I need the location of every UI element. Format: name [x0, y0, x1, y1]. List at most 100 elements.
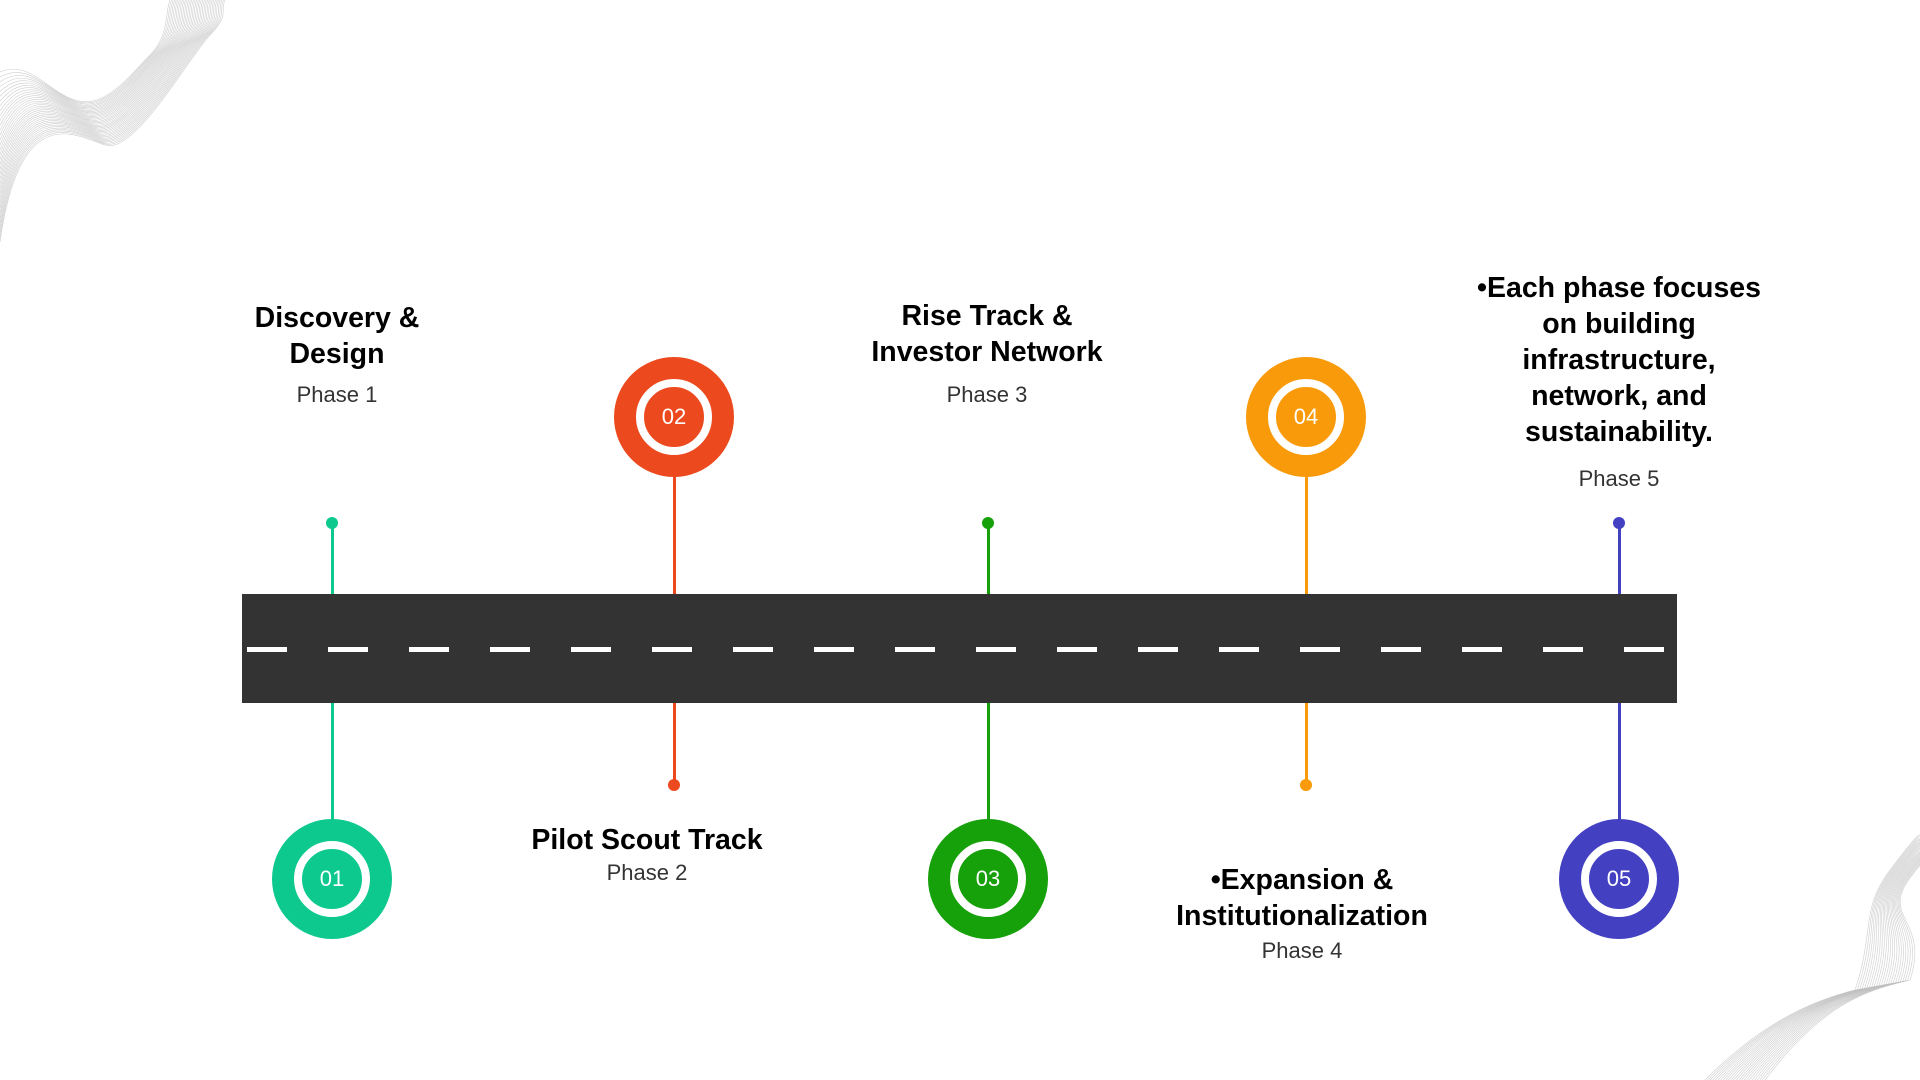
wave-line	[1730, 847, 1920, 1080]
phase-3-title-line: Investor Network	[871, 336, 1103, 368]
phase-3-title-line: Rise Track &	[901, 300, 1073, 332]
wave-line	[0, 0, 175, 106]
road-lane-dash	[409, 647, 449, 652]
wave-line	[0, 0, 179, 109]
wave-line	[0, 0, 193, 141]
wave-line	[0, 0, 177, 107]
phase-5-badge: 05	[1559, 819, 1679, 939]
wave-line	[0, 0, 171, 102]
wave-line	[1715, 840, 1920, 1080]
phase-1-connector-top	[330, 523, 334, 594]
phase-3-number: 03	[975, 866, 1001, 891]
road-lane-dash	[1057, 647, 1097, 652]
wave-line	[1756, 860, 1920, 1080]
road-lane-dash	[1462, 647, 1502, 652]
phase-4-connector-top	[1304, 475, 1308, 594]
phase-5-badge-ring: 05	[1581, 841, 1657, 917]
phase-1-title-line: Discovery &	[254, 302, 420, 334]
road-lane-dash	[247, 647, 287, 652]
wave-line	[1720, 843, 1920, 1080]
phase-3-label: Rise Track & Investor Network Phase 3	[871, 298, 1102, 408]
wave-line	[0, 0, 185, 116]
phase-4-title-line: •Expansion &	[1210, 864, 1394, 896]
wave-line	[0, 0, 202, 170]
road-lane-dash	[1381, 647, 1421, 652]
phase-5-marker-dot	[1613, 517, 1625, 529]
phase-4-badge-ring: 04	[1268, 379, 1344, 455]
wave-line	[0, 0, 212, 199]
wave-line	[1764, 864, 1920, 1080]
wave-line	[0, 0, 196, 150]
decorative-wave-bottom-right	[1680, 820, 1920, 1080]
wave-line	[1749, 856, 1920, 1080]
phase-1-marker-dot	[326, 517, 338, 529]
phase-3-badge: 03	[928, 819, 1048, 939]
wave-line	[0, 0, 207, 184]
phase-2-subtitle: Phase 2	[606, 860, 688, 885]
phase-1-title-line: Design	[289, 338, 385, 370]
wave-line	[0, 0, 188, 126]
phase-3-marker-dot	[982, 517, 994, 529]
wave-line	[1743, 854, 1920, 1080]
phase-1-number: 01	[319, 866, 345, 891]
wave-line	[0, 0, 186, 121]
phase-2-badge: 02	[614, 357, 734, 477]
phase-1-badge-ring: 01	[294, 841, 370, 917]
road-lane-dash	[976, 647, 1016, 652]
wave-line	[0, 0, 218, 218]
wave-line	[0, 0, 215, 209]
phase-5-title-line: •Each phase focuses	[1476, 272, 1762, 304]
wave-line	[0, 0, 174, 105]
phase-2-connector-bottom	[672, 703, 676, 785]
wave-line	[0, 0, 216, 213]
phase-3-badge-ring: 03	[950, 841, 1026, 917]
wave-line	[1754, 859, 1920, 1080]
road-lane-dash	[571, 647, 611, 652]
phase-3-connector-bottom	[986, 703, 990, 821]
wave-line	[0, 0, 204, 175]
wave-line	[1707, 836, 1920, 1080]
phase-5-title-line: sustainability.	[1525, 416, 1713, 448]
phase-3-title: Rise Track & Investor Network	[871, 298, 1102, 370]
phase-3-subtitle: Phase 3	[946, 382, 1028, 407]
road-lane-dash	[328, 647, 368, 652]
timeline-road	[242, 594, 1677, 703]
phase-5-title-line: on building	[1542, 308, 1696, 340]
phase-5-subtitle: Phase 5	[1578, 466, 1660, 491]
decorative-wave-top-left	[0, 0, 240, 250]
phase-1-subtitle: Phase 1	[296, 382, 378, 407]
phase-4-connector-bottom	[1304, 703, 1308, 785]
road-lane-dash	[814, 647, 854, 652]
wave-line	[1725, 845, 1920, 1080]
wave-line	[0, 0, 182, 111]
wave-line	[0, 0, 213, 204]
wave-line	[0, 0, 224, 238]
wave-line	[1704, 834, 1920, 1080]
phase-5-title: •Each phase focuses on building infrastr…	[1477, 270, 1761, 450]
wave-line	[0, 0, 172, 104]
wave-line	[1741, 852, 1920, 1080]
wave-line	[0, 0, 223, 233]
road-lane-dash	[652, 647, 692, 652]
phase-2-title: Pilot Scout Track	[531, 822, 762, 858]
road-lane-dash	[1624, 647, 1664, 652]
wave-line	[1736, 850, 1920, 1080]
phase-5-title-line: infrastructure,	[1522, 344, 1716, 376]
phase-5-connector-bottom	[1617, 703, 1621, 821]
road-lane-dash	[490, 647, 530, 652]
phase-2-number: 02	[661, 404, 687, 429]
wave-line	[0, 0, 190, 131]
wave-line	[1751, 858, 1920, 1080]
wave-line	[1746, 855, 1920, 1080]
phase-2-marker-dot	[668, 779, 680, 791]
road-lane-dash	[733, 647, 773, 652]
phase-4-badge: 04	[1246, 357, 1366, 477]
wave-line	[1717, 841, 1920, 1080]
wave-line	[1762, 863, 1920, 1080]
phase-5-number: 05	[1606, 866, 1632, 891]
road-lane-dash	[895, 647, 935, 652]
wave-line	[0, 0, 191, 136]
phase-1-label: Discovery & Design Phase 1	[255, 300, 420, 408]
road-lane-dash	[1138, 647, 1178, 652]
wave-line	[0, 0, 205, 179]
